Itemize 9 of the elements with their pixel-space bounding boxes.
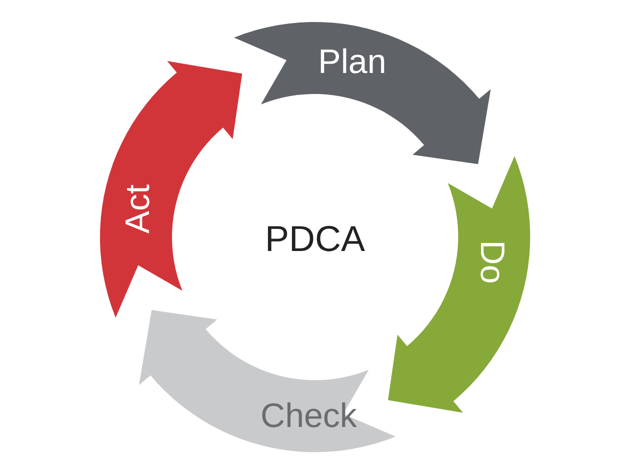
arrow-segment (234, 22, 492, 164)
arrow-segment (388, 156, 530, 414)
segment-label: Do (475, 240, 510, 284)
segment-label: Plan (318, 44, 386, 79)
arrow-segment (138, 310, 396, 452)
segment-label: Act (121, 184, 156, 234)
arrow-segment (100, 60, 242, 318)
segment-label: Check (260, 398, 357, 433)
center-label: PDCA (264, 218, 366, 260)
